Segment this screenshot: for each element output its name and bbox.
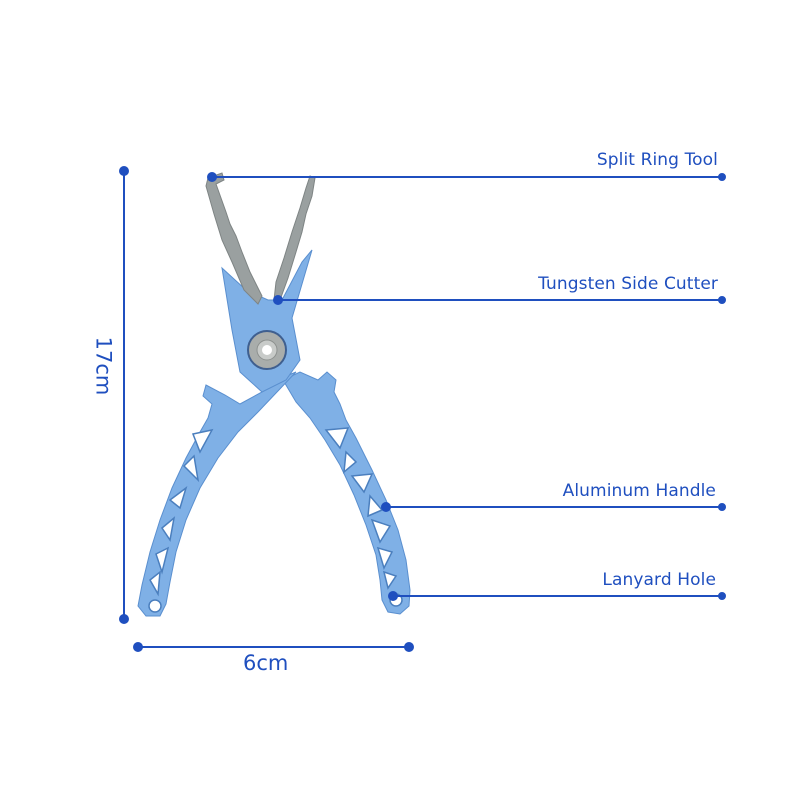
right-handle [282,371,411,615]
pivot-body [221,249,313,393]
label-lanyard-hole: Lanyard Hole [602,570,716,590]
width-dimension-label: 6cm [243,651,289,675]
label-split-ring-tool: Split Ring Tool [596,150,718,170]
height-dimension-label: 17cm [91,336,116,396]
left-handle [137,371,297,617]
left-jaw [205,172,263,305]
left-handle-cutouts [148,428,214,613]
label-aluminum-handle: Aluminum Handle [562,481,716,501]
label-tungsten-side-cutter: Tungsten Side Cutter [538,274,718,294]
